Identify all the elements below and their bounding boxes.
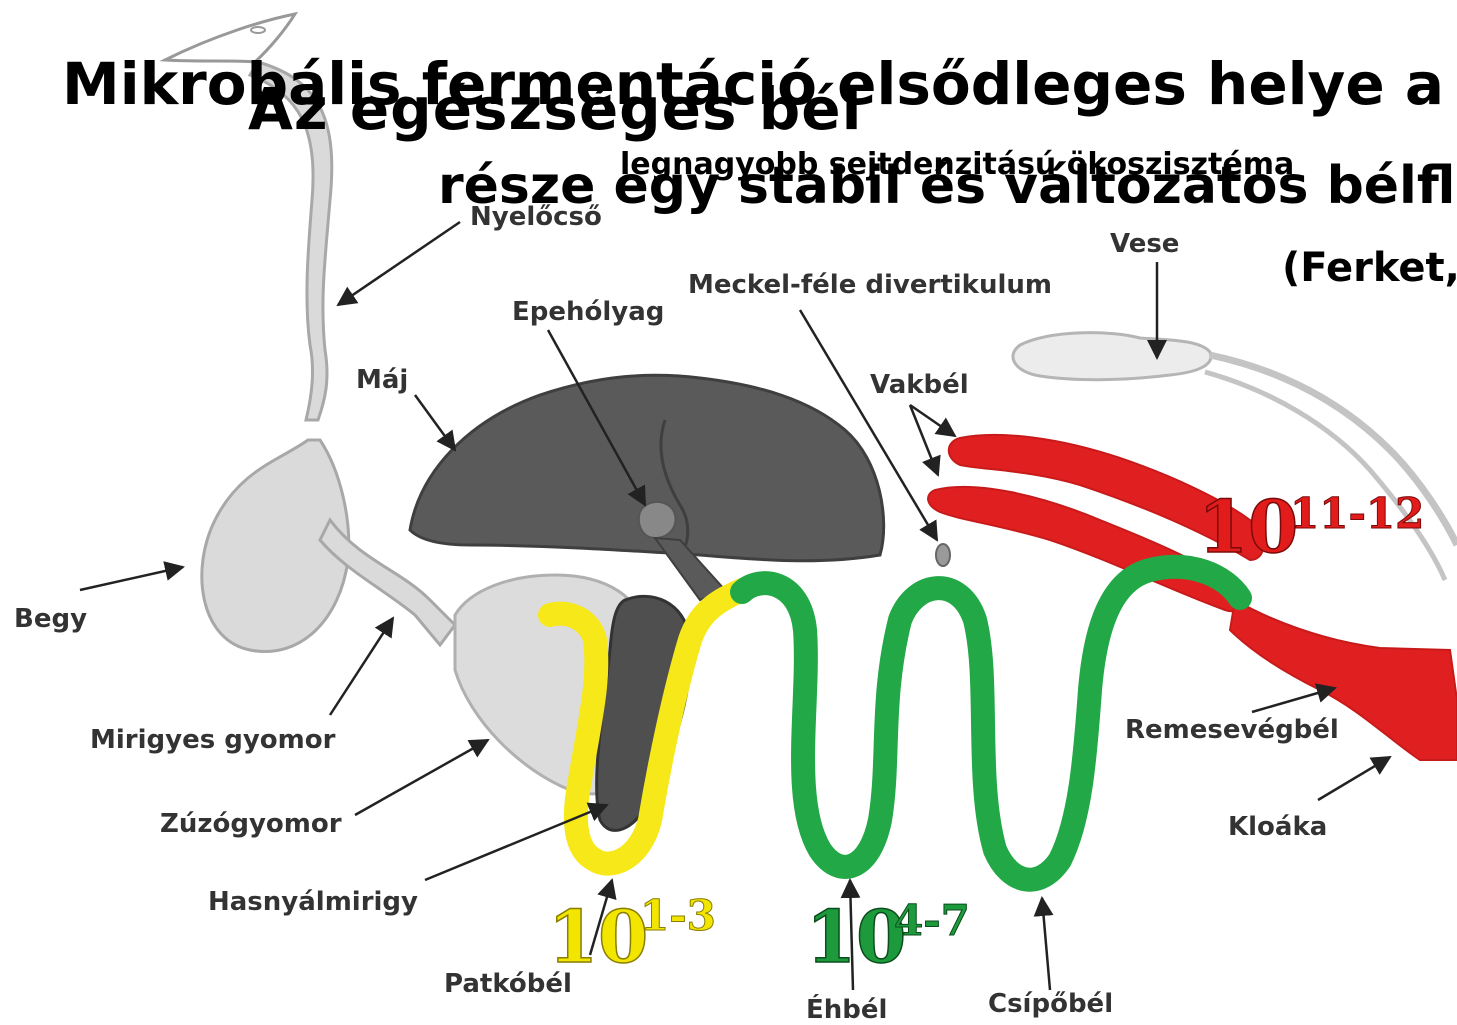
label-csipobel: Csípőbél xyxy=(988,989,1113,1019)
esophagus-shape xyxy=(250,62,332,420)
label-vakbel: Vakbél xyxy=(870,370,969,400)
density-duodenum-exp: 1-3 xyxy=(640,891,716,940)
beak-shape xyxy=(165,14,295,62)
gallbladder-shape xyxy=(639,502,676,538)
label-nyelocso: Nyelőcső xyxy=(470,202,602,232)
density-jejunum-exp: 4-7 xyxy=(894,896,970,945)
density-jejunum-base: 10 xyxy=(806,894,906,979)
label-remesevegbel: Remesevégbél xyxy=(1125,715,1339,745)
density-duodenum-base: 10 xyxy=(548,894,648,979)
density-cecum-exp: 11-12 xyxy=(1290,489,1424,538)
label-mirigyes-gyomor: Mirigyes gyomor xyxy=(90,725,336,755)
label-ehbel: Éhbél xyxy=(806,993,887,1025)
label-vese: Vese xyxy=(1110,229,1179,259)
density-cecum-base: 10 xyxy=(1198,484,1298,569)
label-meckel: Meckel-féle divertikulum xyxy=(688,270,1052,300)
label-kloaka: Kloáka xyxy=(1228,812,1327,842)
label-begy: Begy xyxy=(14,604,87,634)
kidney-shape xyxy=(1013,333,1211,380)
label-epeholyag: Epehólyag xyxy=(512,297,664,327)
meckel-diverticulum-shape xyxy=(936,544,950,566)
label-maj: Máj xyxy=(356,365,408,395)
label-hasnyalmirigy: Hasnyálmirigy xyxy=(208,887,418,917)
label-zuzogyomor: Zúzógyomor xyxy=(160,809,342,839)
